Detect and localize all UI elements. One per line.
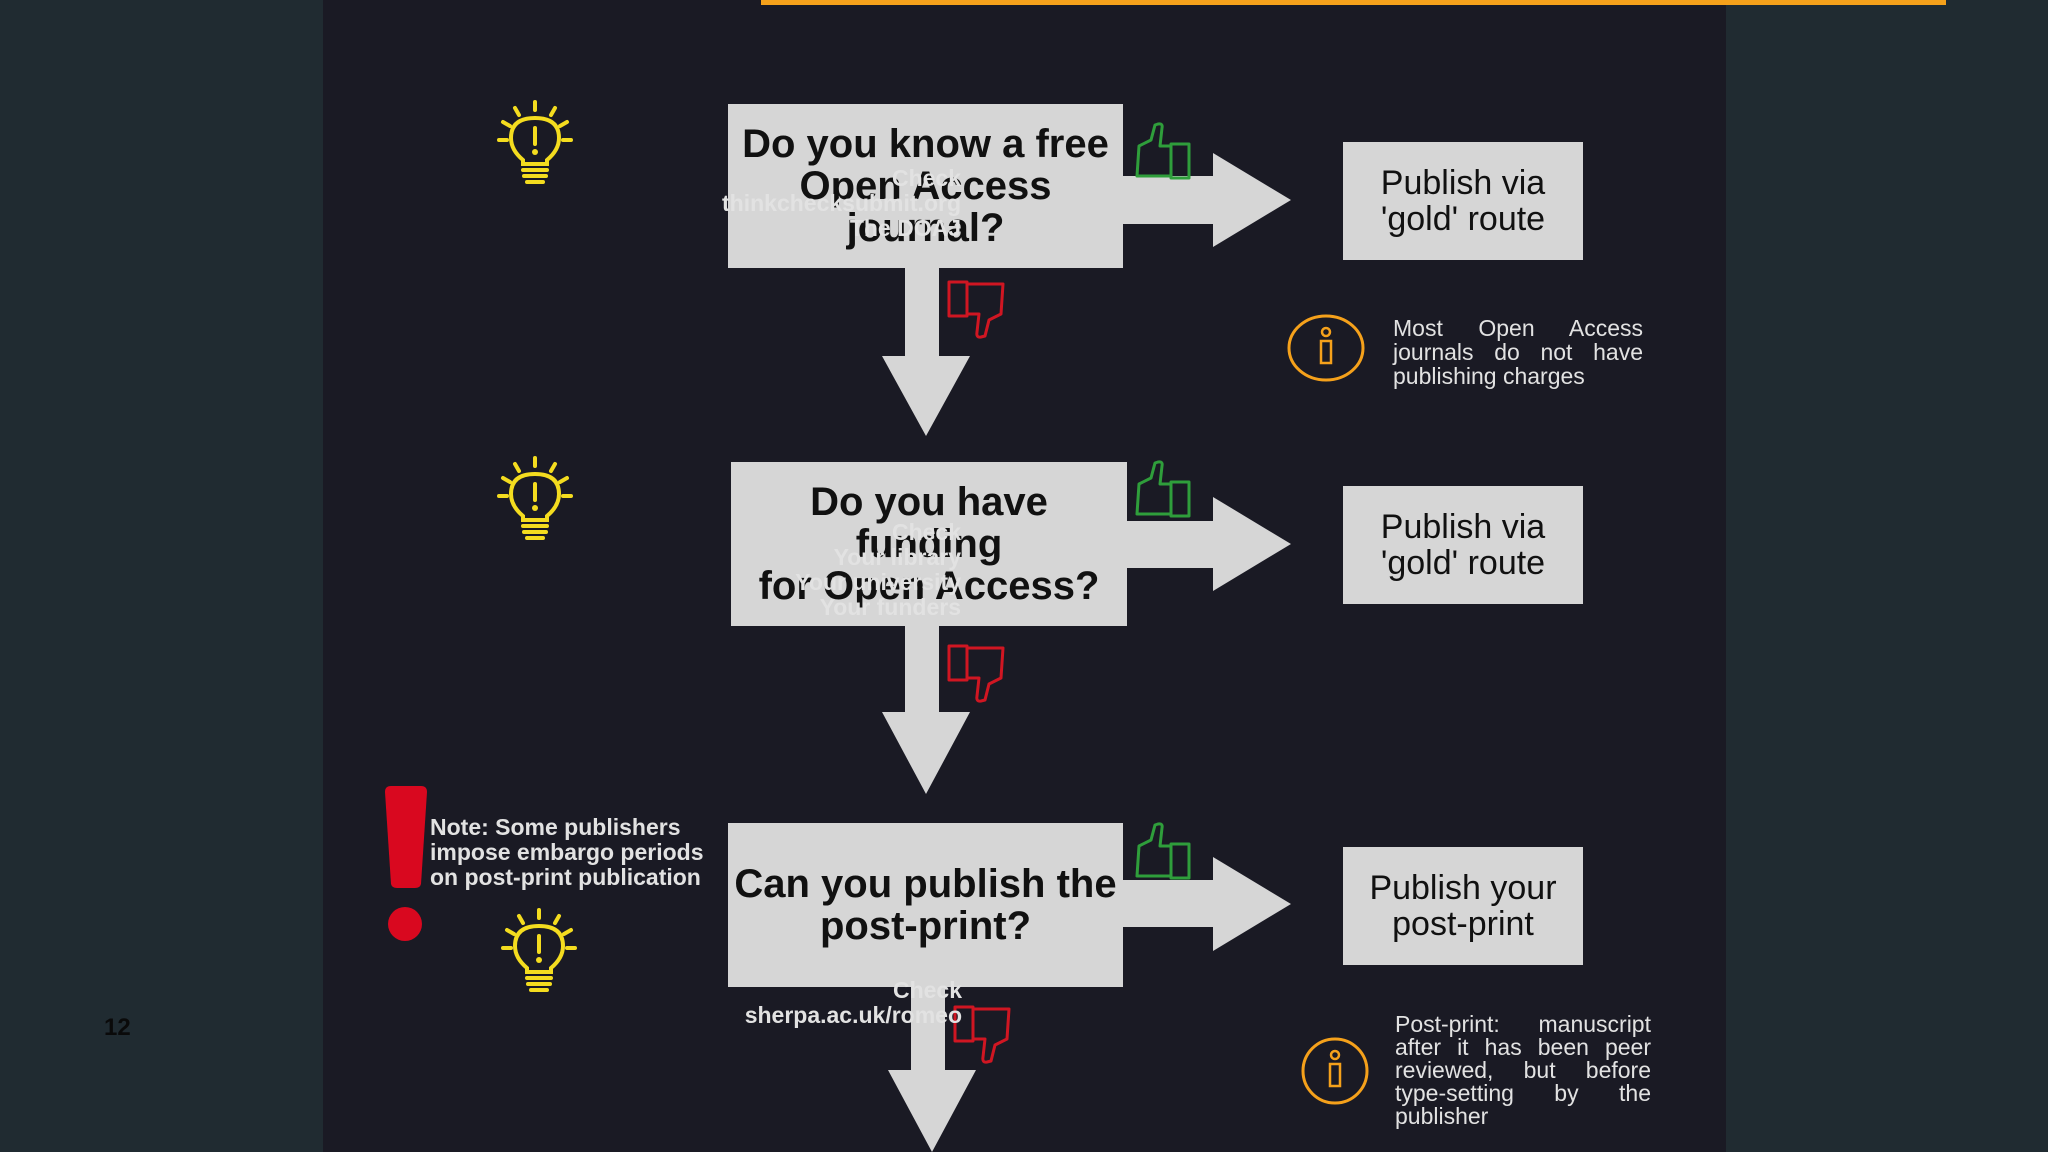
lightbulb-icon	[495, 456, 575, 542]
question-line: Do you have funding	[810, 480, 1048, 566]
result-line: 'gold' route	[1380, 544, 1546, 582]
question-line: for Open Access?	[758, 564, 1100, 608]
question-box-2: Do you have funding for Open Access?	[731, 462, 1127, 626]
result-line: post-print	[1392, 905, 1534, 943]
hint-line: Check	[891, 519, 961, 545]
accent-bar	[761, 0, 1946, 5]
result-line: Publish your	[1369, 869, 1557, 907]
result-box-3: Publish your post-print	[1343, 847, 1583, 965]
arrow-right-2	[1127, 497, 1291, 591]
question-line: Open Access	[799, 164, 1052, 208]
hint-line: thinkchecksubmit.org	[722, 190, 961, 216]
arrow-down-3	[888, 986, 976, 1152]
result-line: 'gold' route	[1380, 200, 1546, 238]
right-margin-panel	[1726, 0, 2048, 1152]
left-margin-panel	[0, 0, 323, 1152]
lightbulb-icon	[499, 908, 579, 994]
hint-line: Check	[892, 977, 962, 1003]
arrow-right-3	[1123, 857, 1291, 951]
hint-text-1: Check thinkchecksubmit.org The DOAJ	[722, 166, 961, 241]
embargo-note: Note: Some publishers impose embargo per…	[430, 815, 704, 890]
result-line: Publish via	[1380, 164, 1546, 202]
result-box-1: Publish via 'gold' route	[1343, 142, 1583, 260]
arrow-down-2	[882, 624, 970, 794]
hint-line: Your library	[833, 544, 961, 570]
question-box-3: Can you publish the post-print?	[728, 823, 1123, 987]
thumbs-up-icon	[1133, 460, 1195, 520]
question-line: post-print?	[819, 904, 1032, 948]
slide-canvas: Do you know a free Open Access journal? …	[323, 0, 1946, 1152]
info-icon	[1286, 313, 1366, 383]
hint-text-3: Check sherpa.ac.uk/romeo	[745, 978, 962, 1028]
hint-line: Your university	[795, 569, 961, 595]
result-box-2: Publish via 'gold' route	[1343, 486, 1583, 604]
thumbs-down-icon	[945, 644, 1009, 704]
thumbs-down-icon	[945, 280, 1009, 340]
result-line: Publish via	[1380, 508, 1546, 546]
hint-line: The DOAJ	[849, 215, 961, 241]
thumbs-up-icon	[1133, 122, 1195, 182]
thumbs-up-icon	[1133, 822, 1195, 882]
question-line: journal?	[846, 206, 1005, 250]
flow-arrows	[882, 153, 1291, 1152]
lightbulb-icon	[495, 100, 575, 186]
info-text-1: Most Open Access journals do not have pu…	[1393, 315, 1643, 389]
info-icon	[1300, 1036, 1370, 1106]
thumbs-down-icon	[951, 1005, 1015, 1065]
note-line: Note: Some publishers	[430, 814, 681, 840]
note-line: impose embargo periods	[430, 839, 704, 865]
slide-number: 12	[104, 1014, 131, 1041]
hint-text-2: Check Your library Your university Your …	[795, 520, 961, 620]
hint-line: Your funders	[819, 594, 961, 620]
note-line: on post-print publication	[430, 864, 701, 890]
question-box-1: Do you know a free Open Access journal?	[728, 104, 1123, 268]
exclamation-icon	[381, 784, 433, 944]
info-text-2: Post-print: manuscript after it has been…	[1395, 1011, 1651, 1129]
hint-line: sherpa.ac.uk/romeo	[744, 1002, 962, 1028]
question-line: Do you know a free	[742, 122, 1109, 166]
question-line: Can you publish the	[734, 862, 1117, 906]
arrow-down-1	[882, 262, 970, 436]
hint-line: Check	[891, 165, 961, 191]
